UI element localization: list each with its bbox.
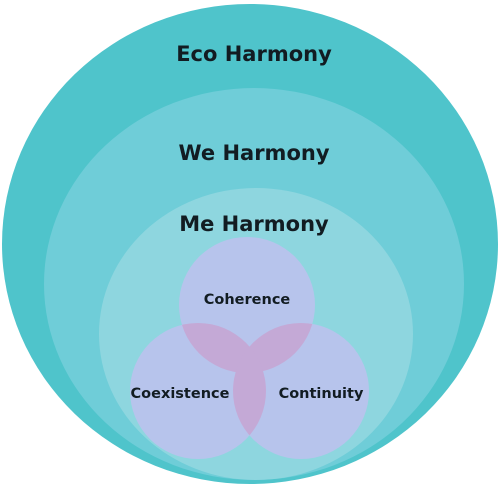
continuity-label: Continuity bbox=[279, 386, 364, 402]
we-harmony-label: We Harmony bbox=[178, 141, 329, 165]
coexistence-label: Coexistence bbox=[131, 386, 230, 402]
coherence-label: Coherence bbox=[204, 292, 291, 308]
me-harmony-label: Me Harmony bbox=[179, 212, 329, 236]
overlap-coherence-coexistence bbox=[179, 323, 266, 373]
eco-harmony-label: Eco Harmony bbox=[176, 42, 332, 66]
overlap-coherence-continuity bbox=[233, 323, 315, 373]
